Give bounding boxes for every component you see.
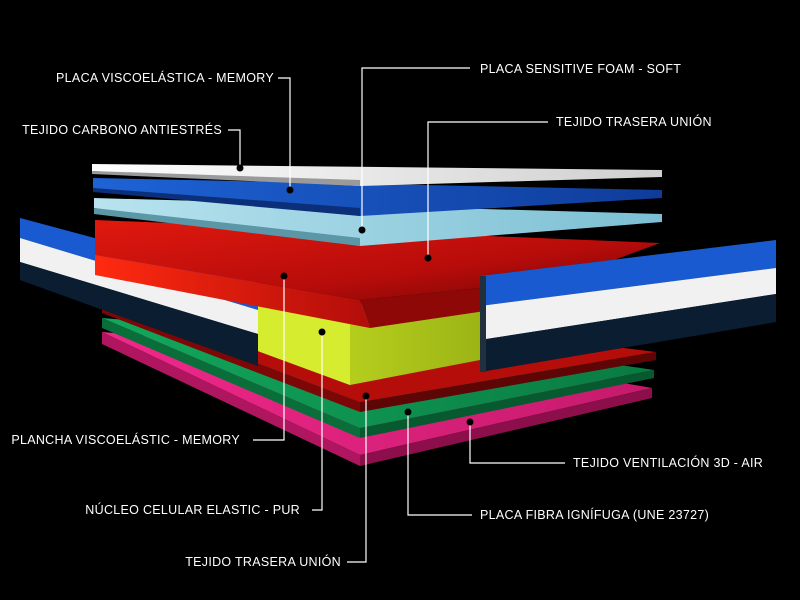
leader-placa-fibra (407, 412, 472, 516)
label-tejido-trasera-top: TEJIDO TRASERA UNIÓN (556, 114, 712, 129)
leader-tejido-trasera-bottom (347, 396, 367, 563)
label-nucleo-celular: NÚCLEO CELULAR ELASTIC - PUR (85, 502, 300, 517)
label-plancha-viscoelastic: PLANCHA VISCOELÁSTIC - MEMORY (11, 432, 240, 447)
leader-lines (228, 67, 565, 563)
dot-plancha (280, 272, 288, 280)
dot-placa-viscoelastica (286, 186, 294, 194)
label-tejido-carbono: TEJIDO CARBONO ANTIESTRÉS (22, 122, 222, 137)
layer-blue (93, 178, 662, 216)
leader-tejido-carbono (228, 129, 241, 168)
dot-tejido-ventilacion (466, 418, 474, 426)
leader-tejido-ventilacion (469, 422, 565, 464)
label-tejido-ventilacion: TEJIDO VENTILACIÓN 3D - AIR (573, 455, 763, 470)
labels: PLACA VISCOELÁSTICA - MEMORY TEJIDO CARB… (11, 62, 763, 569)
dot-tejido-trasera-top (424, 254, 432, 262)
leader-dots (236, 164, 474, 426)
label-placa-viscoelastica: PLACA VISCOELÁSTICA - MEMORY (56, 70, 274, 85)
leader-placa-sensitive (361, 67, 470, 228)
label-placa-fibra: PLACA FIBRA IGNÍFUGA (UNE 23727) (480, 507, 709, 522)
dot-placa-fibra (404, 408, 412, 416)
leader-nucleo (312, 332, 323, 511)
leader-placa-viscoelastica (278, 77, 291, 188)
dot-nucleo (318, 328, 326, 336)
label-tejido-trasera-bottom: TEJIDO TRASERA UNIÓN (185, 554, 341, 569)
layer-light-blue (94, 198, 662, 246)
leader-plancha (253, 276, 285, 441)
leader-tejido-trasera-top (427, 121, 548, 256)
dot-tejido-trasera-bottom (362, 392, 370, 400)
label-placa-sensitive: PLACA SENSITIVE FOAM - SOFT (480, 62, 681, 76)
right-side-panel (480, 240, 776, 372)
dot-placa-sensitive (358, 226, 366, 234)
layer-white (92, 164, 662, 186)
layer-core (255, 300, 480, 385)
dot-tejido-carbono (236, 164, 244, 172)
